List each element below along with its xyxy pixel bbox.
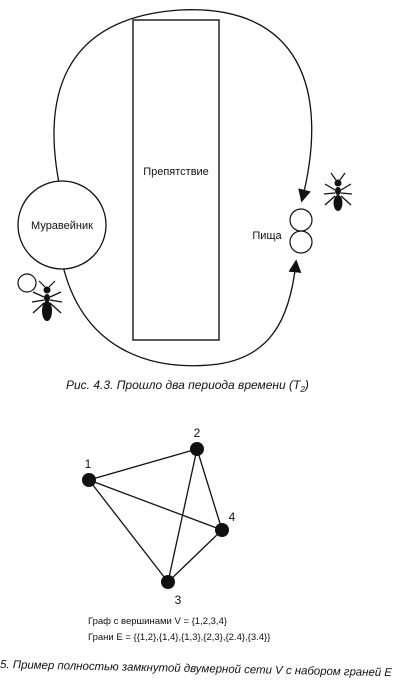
upper-path bbox=[53, 9, 313, 203]
nest-circle bbox=[17, 180, 107, 270]
vertex-4 bbox=[215, 523, 229, 537]
nest-label: Муравейник bbox=[31, 220, 93, 232]
food-circle-bottom bbox=[289, 230, 313, 254]
ant-icon bbox=[31, 280, 63, 321]
edge-2-4 bbox=[196, 448, 223, 531]
figure-4-3: Препятствие Муравейник Пища Рис. 4.3 bbox=[17, 9, 353, 394]
obstacle-label: Препятствие bbox=[143, 166, 209, 178]
vertex-set-text: Граф с вершинами V = {1,2,3,4} bbox=[88, 616, 227, 627]
small-circle bbox=[17, 273, 37, 293]
caption-main: Рис. 4.3. Прошло два периода времени (T bbox=[66, 378, 302, 392]
food-label: Пища bbox=[252, 230, 282, 242]
lower-path bbox=[61, 259, 302, 367]
edge-1-4 bbox=[88, 479, 223, 531]
edge-3-4 bbox=[167, 529, 223, 583]
vertex-3 bbox=[161, 575, 175, 589]
vertex-2 bbox=[190, 442, 204, 456]
food-circle-top bbox=[289, 208, 313, 232]
vertex-1 bbox=[82, 473, 96, 487]
vertex-2-label: 2 bbox=[194, 426, 201, 440]
ant-icon bbox=[323, 172, 353, 211]
edge-set-text: Грани E = {{1,2},{1,4},{1,3},{2,3},{2.4}… bbox=[88, 632, 270, 643]
obstacle-rect bbox=[132, 19, 220, 341]
caption-subscript: 2 bbox=[299, 385, 305, 394]
vertex-4-label: 4 bbox=[229, 510, 236, 524]
graph-figure: 1 2 3 4 Граф с вершинами V = {1,2,3,4} Г… bbox=[0, 426, 392, 679]
vertex-3-label: 3 bbox=[175, 593, 182, 607]
figure-4-3-caption: Рис. 4.3. Прошло два периода времени (T2… bbox=[66, 378, 309, 394]
edge-1-2 bbox=[88, 448, 198, 481]
edge-2-3 bbox=[167, 448, 198, 583]
graph-caption: 5. Пример полностью замкнутой двумерной … bbox=[0, 659, 392, 679]
caption-end: ) bbox=[303, 378, 309, 392]
edge-1-3 bbox=[88, 479, 169, 583]
vertex-1-label: 1 bbox=[85, 457, 92, 471]
